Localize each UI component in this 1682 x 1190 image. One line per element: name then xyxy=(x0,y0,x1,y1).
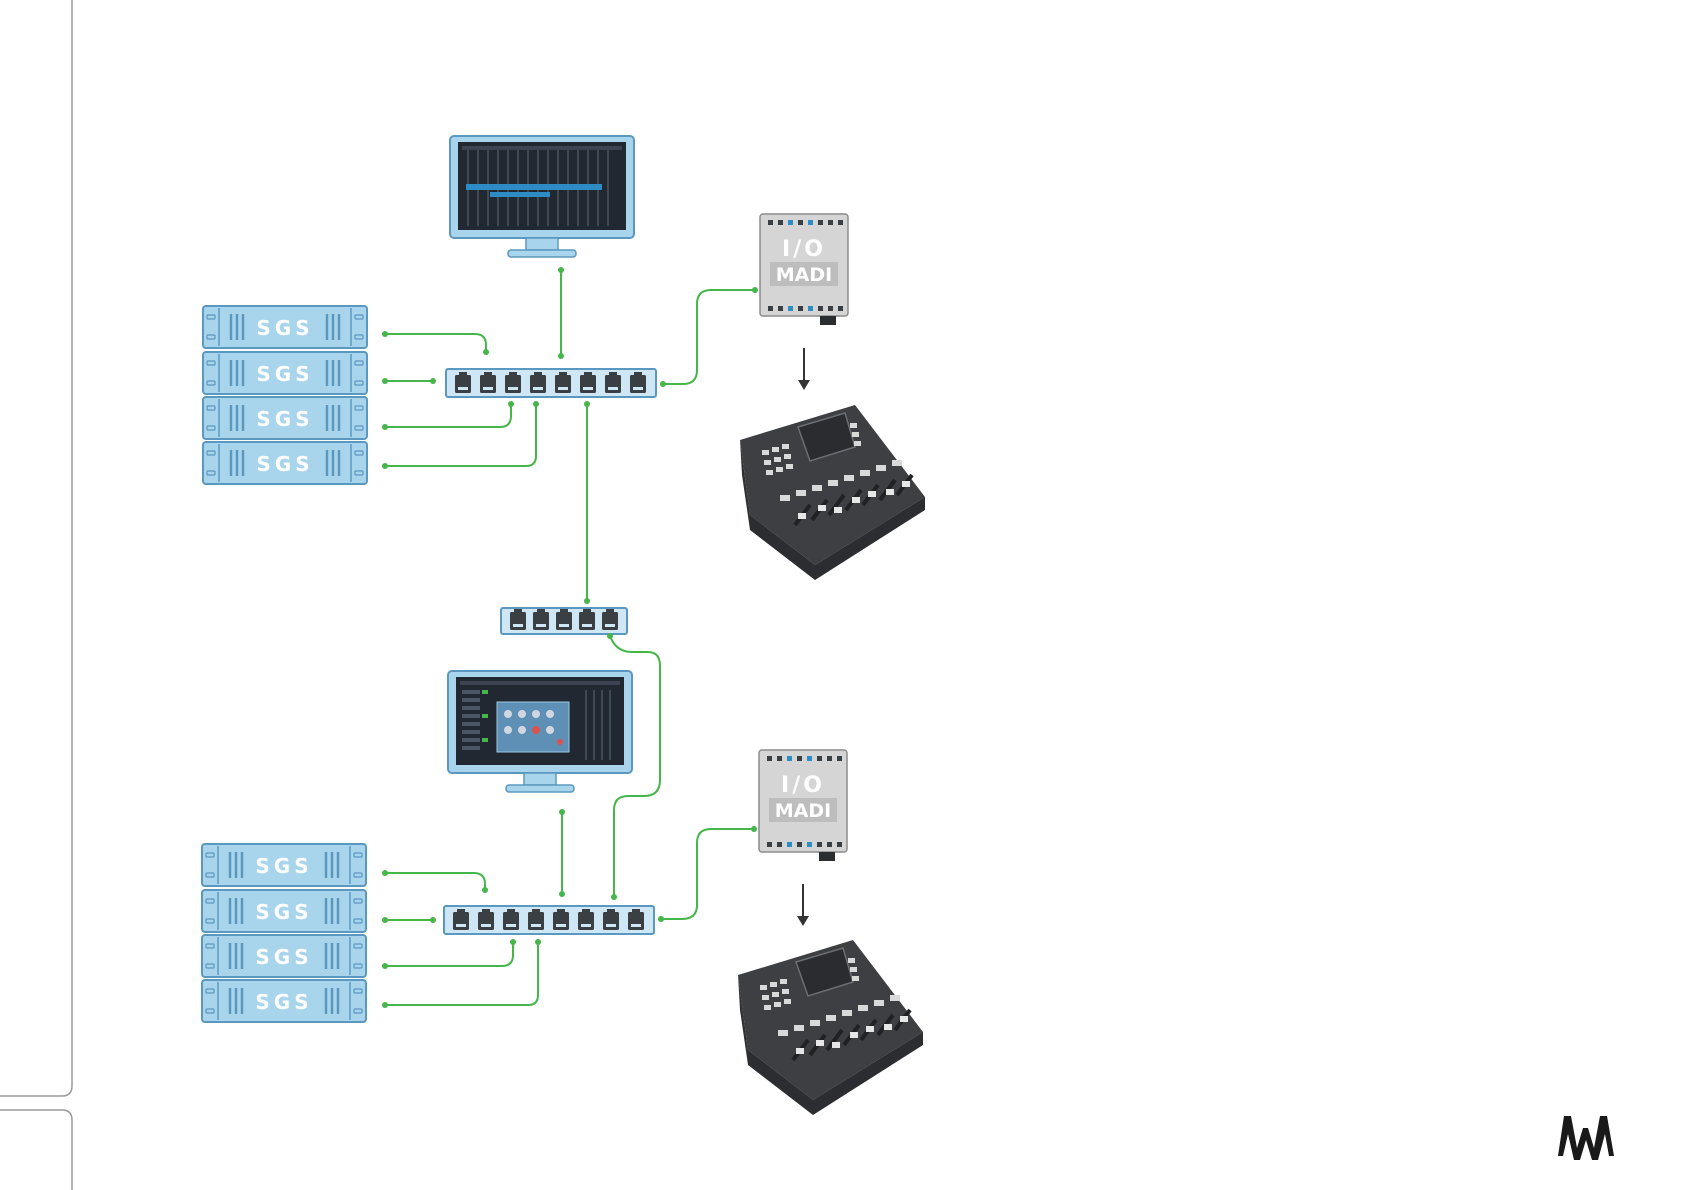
mixing-console-top xyxy=(740,405,925,580)
network-switch-top xyxy=(446,369,656,397)
waves-logo-icon xyxy=(1558,1116,1614,1160)
arrow-down-icon xyxy=(797,884,809,926)
io-label: I/O xyxy=(782,237,826,262)
server-label: SGS xyxy=(255,945,312,969)
cables-top xyxy=(385,270,755,601)
link-switch xyxy=(501,608,627,634)
page-frame-top xyxy=(0,0,72,1096)
network-switch-bottom xyxy=(444,906,654,934)
arrow-down-icon xyxy=(798,348,810,390)
system-bottom: SGS SGS SGS xyxy=(202,671,923,1115)
page-frame-bottom xyxy=(0,1110,72,1190)
server-label: SGS xyxy=(255,990,312,1014)
madi-label: MADI xyxy=(776,264,832,286)
server-rack-6: SGS xyxy=(202,890,366,932)
madi-label: MADI xyxy=(775,800,831,822)
mixing-console-bottom xyxy=(738,940,923,1115)
server-label: SGS xyxy=(255,854,312,878)
server-label: SGS xyxy=(255,900,312,924)
io-madi-unit-bottom: I/O MADI xyxy=(759,750,847,861)
monitor-top xyxy=(450,136,634,257)
system-top: SGS SGS SGS xyxy=(203,136,925,601)
server-label: SGS xyxy=(256,407,313,431)
server-rack-5: SGS xyxy=(202,844,366,886)
monitor-bottom xyxy=(448,671,632,792)
server-rack-8: SGS xyxy=(202,980,366,1022)
io-label: I/O xyxy=(781,773,825,798)
server-label: SGS xyxy=(256,362,313,386)
server-label: SGS xyxy=(256,452,313,476)
server-rack-4: SGS xyxy=(203,442,367,484)
server-rack-3: SGS xyxy=(203,397,367,439)
server-rack-1: SGS xyxy=(203,306,367,348)
server-rack-2: SGS xyxy=(203,352,367,394)
server-label: SGS xyxy=(256,316,313,340)
io-madi-unit-top: I/O MADI xyxy=(760,214,848,325)
server-rack-7: SGS xyxy=(202,935,366,977)
